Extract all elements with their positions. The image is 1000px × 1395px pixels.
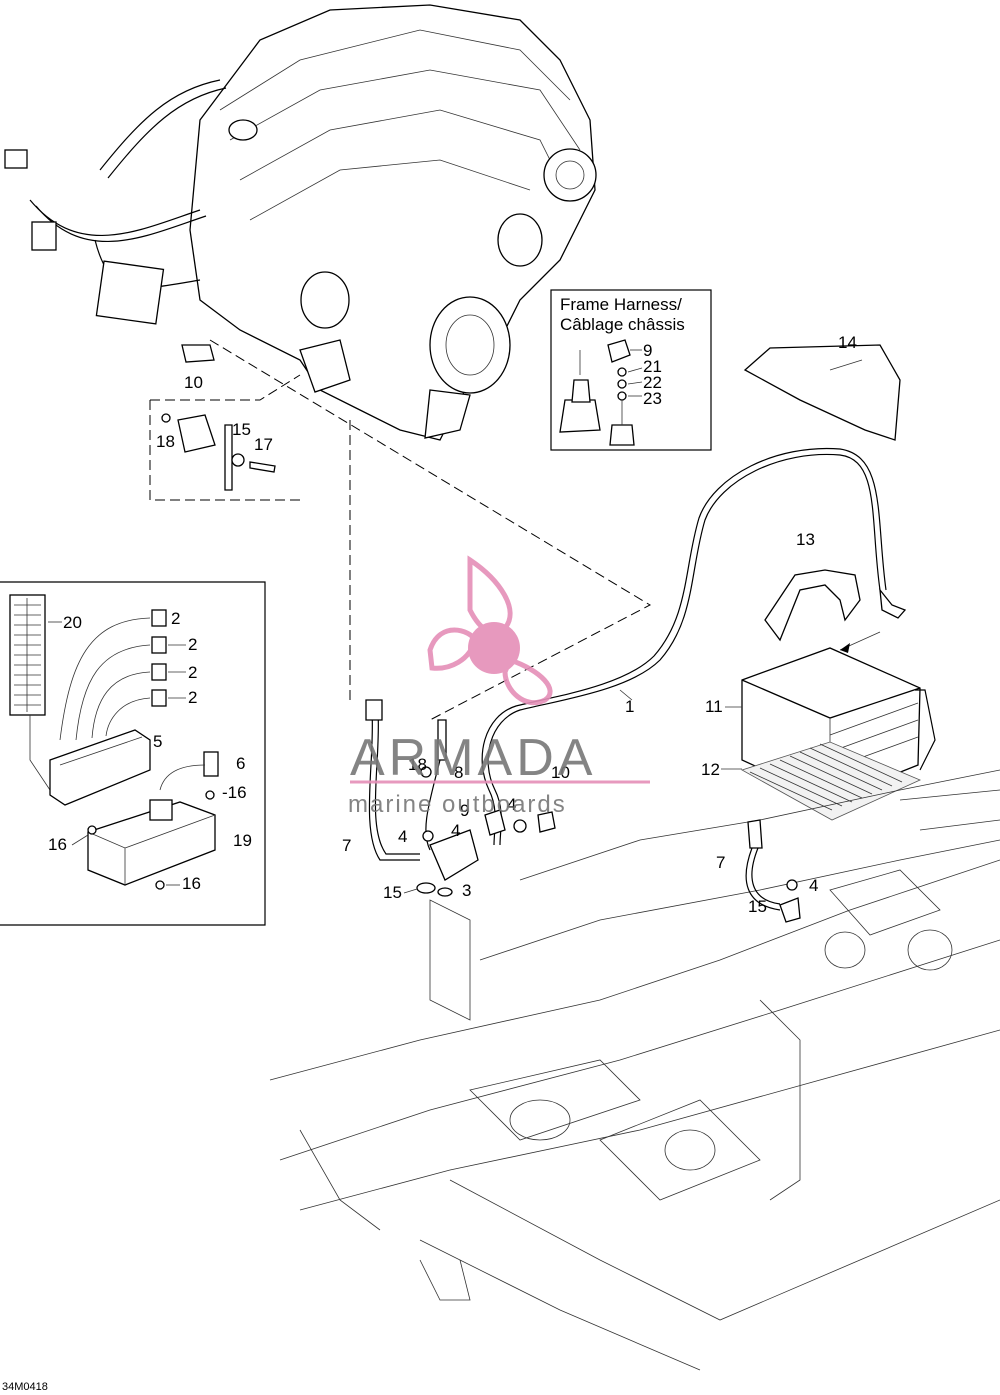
callout-20: 20: [63, 613, 82, 632]
watermark-brand: ARMADA: [350, 729, 596, 787]
ground-cable-7-left: [365, 699, 556, 897]
leader-to-bolt-8: [209, 339, 652, 721]
callout-10-engine: 10: [184, 373, 203, 392]
watermark-tagline: marine outboards: [348, 791, 567, 818]
callout-2b: 2: [188, 635, 197, 654]
propeller-blade-icon: [467, 555, 513, 636]
callout-9-inset: 9: [643, 341, 652, 360]
callout-16-top: -16: [222, 783, 247, 802]
callout-16-bottom: 16: [182, 874, 201, 893]
callout-1: 1: [625, 697, 634, 716]
battery-pad-14: [743, 344, 901, 441]
callout-4-a: 4: [507, 795, 516, 814]
fuse-box-detail: [0, 581, 266, 926]
callout-19: 19: [233, 831, 252, 850]
callout-9-frame: 9: [460, 801, 469, 820]
callout-18-detail: 18: [156, 432, 175, 451]
propeller-hub-icon: [468, 622, 520, 674]
callout-22: 22: [643, 373, 662, 392]
callout-8: 8: [454, 763, 463, 782]
engine-assembly: [4, 4, 597, 441]
callout-17: 17: [254, 435, 273, 454]
callout-4-d: 4: [809, 876, 818, 895]
drawing-reference-code: 34M0418: [2, 1381, 48, 1393]
callout-10-frame: 10: [551, 763, 570, 782]
callout-2a: 2: [171, 609, 180, 628]
armada-watermark: ARMADA marine outboards: [348, 555, 650, 818]
callout-5: 5: [153, 732, 162, 751]
callout-2c: 2: [188, 663, 197, 682]
inset-title-line1: Frame Harness/: [560, 295, 682, 314]
callout-2d: 2: [188, 688, 197, 707]
ground-cable-7-right: [745, 819, 801, 923]
detail-box-ground-strap: [149, 374, 305, 501]
callout-11: 11: [705, 697, 723, 716]
callout-6: 6: [236, 754, 245, 773]
callout-15-right: 15: [748, 897, 767, 916]
inset-title-line2: Câblage châssis: [560, 315, 685, 334]
callout-21: 21: [643, 357, 662, 376]
battery-pad-12: [740, 741, 921, 821]
callout-4-b: 4: [398, 827, 407, 846]
callout-16-left: 16: [48, 835, 67, 854]
callout-18-frame: 18: [408, 755, 427, 774]
callout-7-right: 7: [716, 853, 725, 872]
vehicle-frame: [269, 769, 1000, 1371]
callout-12: 12: [701, 760, 720, 779]
callout-23: 23: [643, 389, 662, 408]
callout-4-c: 4: [451, 821, 460, 840]
frame-harness-inset: Frame Harness/ Câblage châssis: [550, 289, 712, 451]
callout-15-frame: 15: [383, 883, 402, 902]
callout-3: 3: [462, 881, 471, 900]
callout-13: 13: [796, 530, 815, 549]
battery-holder-13: [764, 569, 861, 642]
callout-14: 14: [838, 333, 857, 352]
battery-cable-1: [487, 453, 881, 846]
callout-7-left: 7: [342, 836, 351, 855]
callout-15-detail: 15: [232, 420, 251, 439]
